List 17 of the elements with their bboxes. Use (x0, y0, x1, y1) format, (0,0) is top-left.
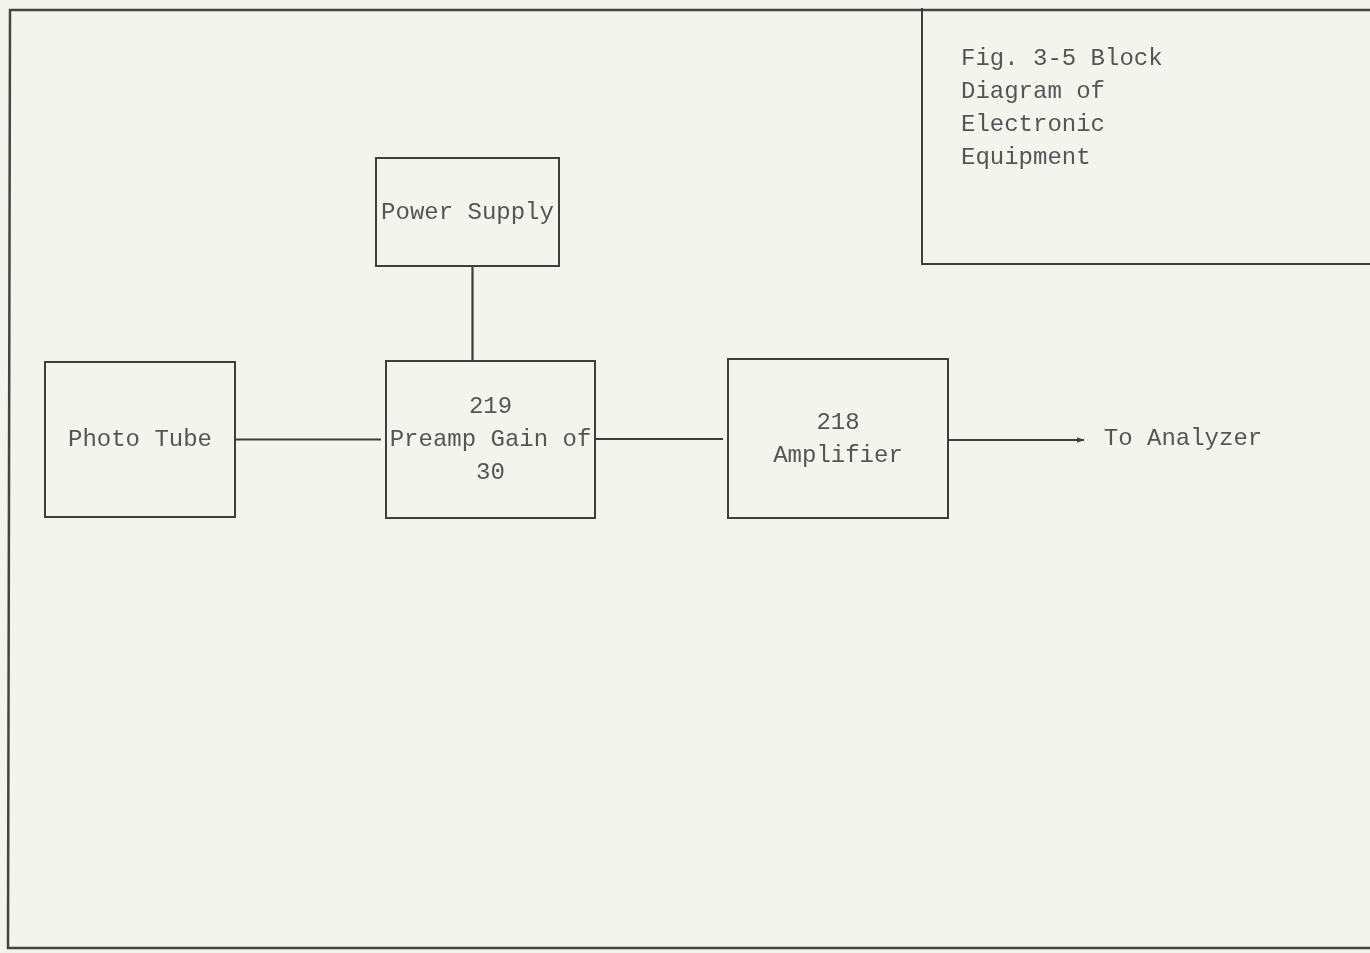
connector-line (596, 437, 723, 441)
process-box (44, 361, 236, 518)
block-label: Preamp Gain of 30 (388, 425, 593, 488)
block-label: 219 (468, 392, 513, 422)
process-box (727, 358, 949, 519)
figure-caption: Fig. 3-5 Block Diagram of Electronic Equipment (961, 44, 1164, 173)
arrow (949, 437, 1084, 443)
connector-line (236, 438, 381, 441)
process-box (375, 157, 560, 267)
block-label: Photo Tube (68, 425, 212, 455)
connector-line (471, 267, 474, 360)
block-label: 218 (816, 407, 860, 438)
block-label: Amplifier (773, 440, 903, 471)
process-box (385, 360, 596, 519)
output-label: To Analyzer (1103, 423, 1263, 454)
caption-box (921, 8, 1370, 265)
block-label: Power Supply (381, 197, 554, 228)
